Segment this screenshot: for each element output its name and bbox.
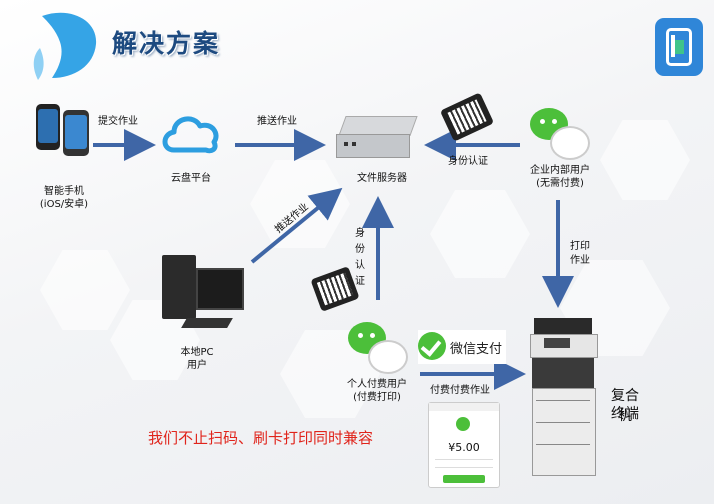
monitor-icon: [196, 268, 244, 310]
wechat-icon: [348, 322, 410, 376]
pc-label-1: 本地PC: [180, 347, 214, 358]
bg-hex: [40, 250, 130, 330]
cloud-label: 云盘平台: [171, 173, 211, 184]
edge-label-submit: 提交作业: [98, 116, 138, 127]
check-icon: [418, 332, 446, 360]
personal-label-2: (付费打印): [353, 392, 401, 403]
personal-label-1: 个人付费用户: [347, 379, 407, 390]
phone-label-1: 智能手机: [44, 186, 84, 197]
payment-screen: ¥5.00: [428, 402, 500, 488]
edge-label-print: 打印: [570, 241, 590, 252]
success-icon: [456, 417, 470, 431]
edge-label-push-top: 推送作业: [257, 116, 297, 127]
mfp-label-2: 终端: [611, 406, 639, 422]
pc-tower-icon: [162, 255, 196, 319]
wechat-pay-logo: 微信支付: [418, 330, 506, 364]
wechat-pay-label: 微信支付: [450, 342, 503, 357]
edge-label-auth-top: 身份认证: [448, 156, 488, 167]
smartphone-icon: [36, 104, 60, 150]
pc-label-2: 用户: [187, 360, 207, 371]
payment-amount: ¥5.00: [448, 441, 480, 454]
file-server-icon: [336, 116, 418, 158]
cloud-icon: [162, 116, 219, 154]
mfp-printer-icon: [530, 318, 598, 476]
smartphone-icon: [63, 110, 89, 156]
edge-label-auth-vertical: 身份认证: [355, 228, 365, 287]
enterprise-label-1: 企业内部用户: [530, 165, 590, 176]
arrow-pc-to-server: [250, 187, 343, 264]
wechat-icon: [530, 108, 592, 164]
compatibility-note: 我们不止扫码、刷卡打印同时兼容: [148, 429, 374, 447]
mfp-label-1: 复合机: [611, 388, 639, 424]
enterprise-label-2: (无需付费): [536, 178, 584, 189]
brand-swoosh-icon: [33, 12, 97, 80]
edge-label-pay-job: 付费付费作业: [430, 385, 490, 396]
page-title: 解决方案: [112, 29, 221, 58]
app-logo-icon: [655, 18, 703, 76]
server-label: 文件服务器: [357, 173, 407, 184]
phone-label-2: (iOS/安卓): [39, 199, 89, 210]
edge-label-job: 作业: [570, 255, 590, 266]
keyboard-icon: [181, 318, 233, 328]
